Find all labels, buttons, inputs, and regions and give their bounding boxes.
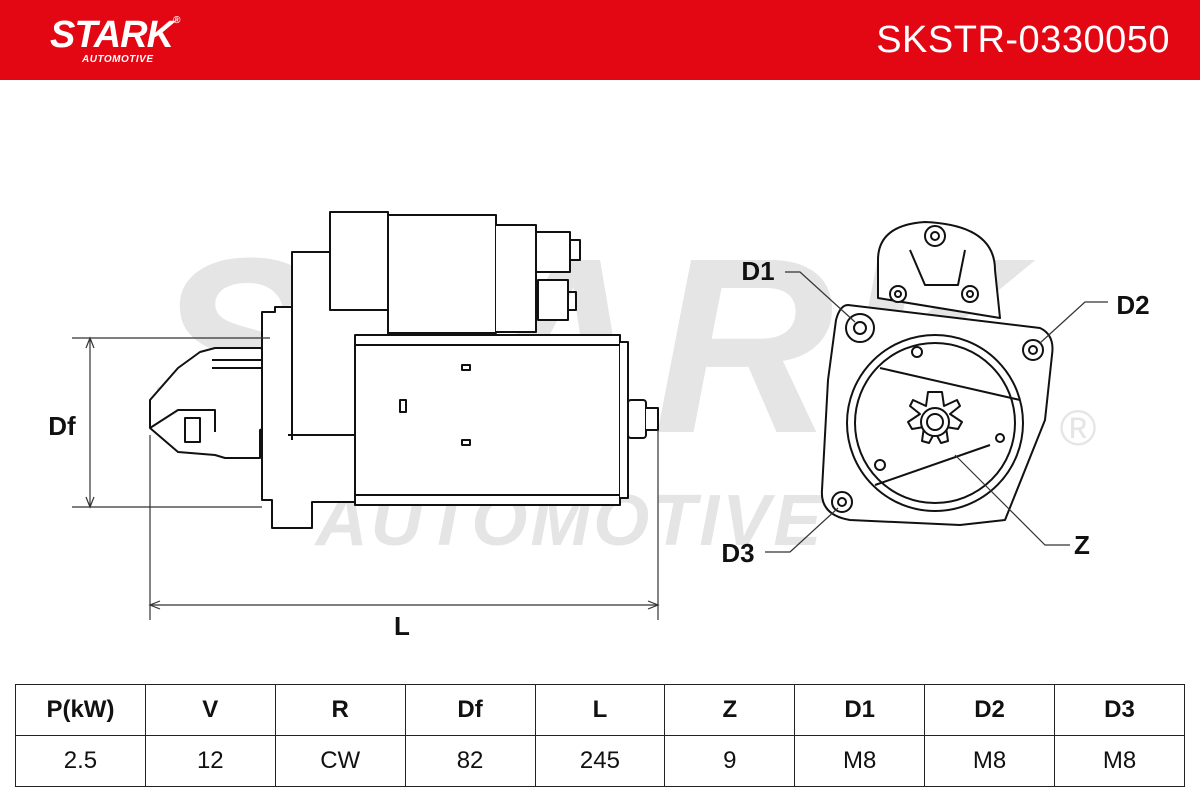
spec-value-teeth: 9 [664,735,796,787]
logo-subtitle: AUTOMOTIVE [82,53,154,65]
technical-drawing: STARK AUTOMOTIVE ® [0,80,1200,670]
spec-value-length: 245 [534,735,666,787]
part-number: SKSTR-0330050 [876,18,1170,61]
leader-d1 [785,271,856,323]
spec-values-row: 2.5 12 CW 82 245 9 M8 M8 M8 [15,735,1185,787]
dimension-l [148,430,660,620]
label-d1: D1 [741,256,774,286]
spec-value-df: 82 [404,735,536,787]
spec-value-d1: M8 [794,735,926,787]
logo-wordmark: STARK [50,13,174,56]
spec-value-voltage: 12 [144,735,276,787]
spec-header-rotation: R [274,684,406,736]
leader-z [954,454,1070,546]
label-z: Z [1074,530,1090,560]
spec-header-d3: D3 [1054,684,1185,736]
logo-registered-mark: ® [173,14,180,26]
starter-front-view [820,221,1054,526]
spec-header-d1: D1 [794,684,926,736]
spec-header-df: Df [404,684,536,736]
spec-header-row: P(kW) V R Df L Z D1 D2 D3 [15,684,1185,736]
label-df: Df [48,411,76,441]
header-bar: STARK® AUTOMOTIVE SKSTR-0330050 [0,0,1200,80]
leader-d3 [765,507,839,553]
spec-value-power: 2.5 [15,735,146,787]
leader-d2 [1039,301,1108,344]
spec-header-voltage: V [144,684,276,736]
dimension-df [72,336,270,509]
starter-side-view [149,211,659,529]
pinion-gear [907,391,963,444]
drawing-canvas: STARK AUTOMOTIVE ® [48,206,1149,641]
spec-header-d2: D2 [924,684,1055,736]
watermark-reg: ® [1060,400,1097,456]
stark-logo: STARK® AUTOMOTIVE [50,13,181,65]
label-d3: D3 [721,538,754,568]
spec-table: P(kW) V R Df L Z D1 D2 D3 2.5 12 CW 82 2… [15,684,1185,787]
label-d2: D2 [1116,290,1149,320]
spec-value-d2: M8 [924,735,1055,787]
label-l: L [394,611,410,641]
spec-header-teeth: Z [664,684,796,736]
spec-header-power: P(kW) [15,684,146,736]
spec-value-d3: M8 [1054,735,1185,787]
spec-value-rotation: CW [274,735,406,787]
spec-header-length: L [534,684,666,736]
